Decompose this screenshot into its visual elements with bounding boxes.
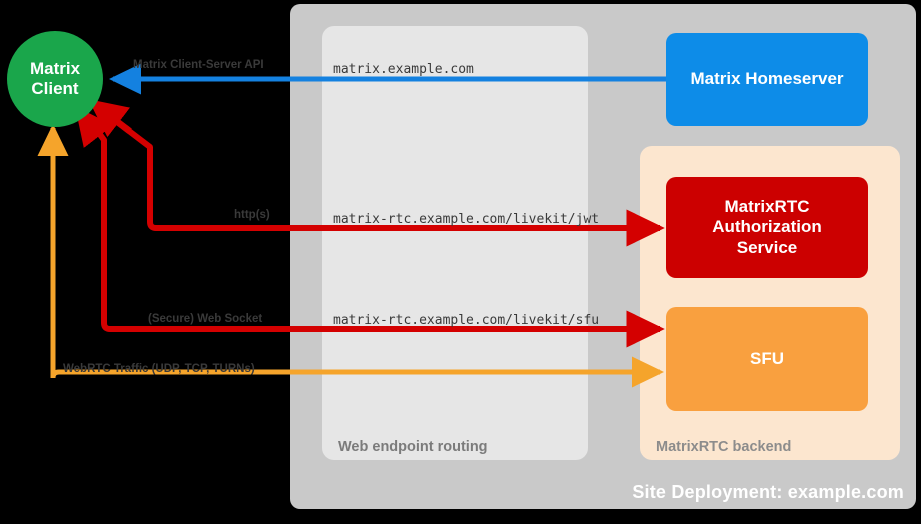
node-matrix-homeserver[interactable]: Matrix Homeserver (666, 33, 868, 126)
matrix-client-label-line2: Client (31, 79, 79, 98)
container-label-web-endpoint-routing: Web endpoint routing (338, 439, 488, 455)
node-matrixrtc-authorization-service[interactable]: MatrixRTC Authorization Service (666, 177, 868, 278)
container-label-site-deployment: Site Deployment: example.com (632, 482, 904, 502)
container-web-endpoint-routing (322, 26, 588, 460)
endpoint-label-matrix-example-com: matrix.example.com (333, 62, 474, 77)
endpoint-label-livekit-jwt: matrix-rtc.example.com/livekit/jwt (333, 212, 600, 227)
sfu-label: SFU (750, 348, 784, 368)
auth-label-line3: Service (736, 237, 798, 257)
flow-label-webrtc-traffic: WebRTC Traffic (UDP, TCP, TURNs) (63, 363, 255, 375)
container-label-matrixrtc-backend: MatrixRTC backend (656, 439, 792, 455)
connector-webrtc-traffic (37, 123, 665, 388)
flow-label-web-socket: (Secure) Web Socket (148, 313, 263, 325)
matrix-homeserver-label: Matrix Homeserver (690, 69, 844, 89)
endpoint-label-livekit-sfu: matrix-rtc.example.com/livekit/sfu (333, 313, 600, 328)
node-sfu[interactable]: SFU (666, 307, 868, 411)
matrix-client-label-line1: Matrix (29, 59, 81, 79)
auth-label-line1: MatrixRTC (724, 196, 810, 216)
flow-label-http: http(s) (234, 209, 270, 221)
node-matrix-client[interactable]: Matrix Client (7, 31, 103, 127)
auth-label-line2: Authorization (712, 217, 822, 237)
flow-label-matrix-client-server-api: Matrix Client-Server API (133, 59, 264, 71)
connector-http-jwt (88, 99, 665, 247)
